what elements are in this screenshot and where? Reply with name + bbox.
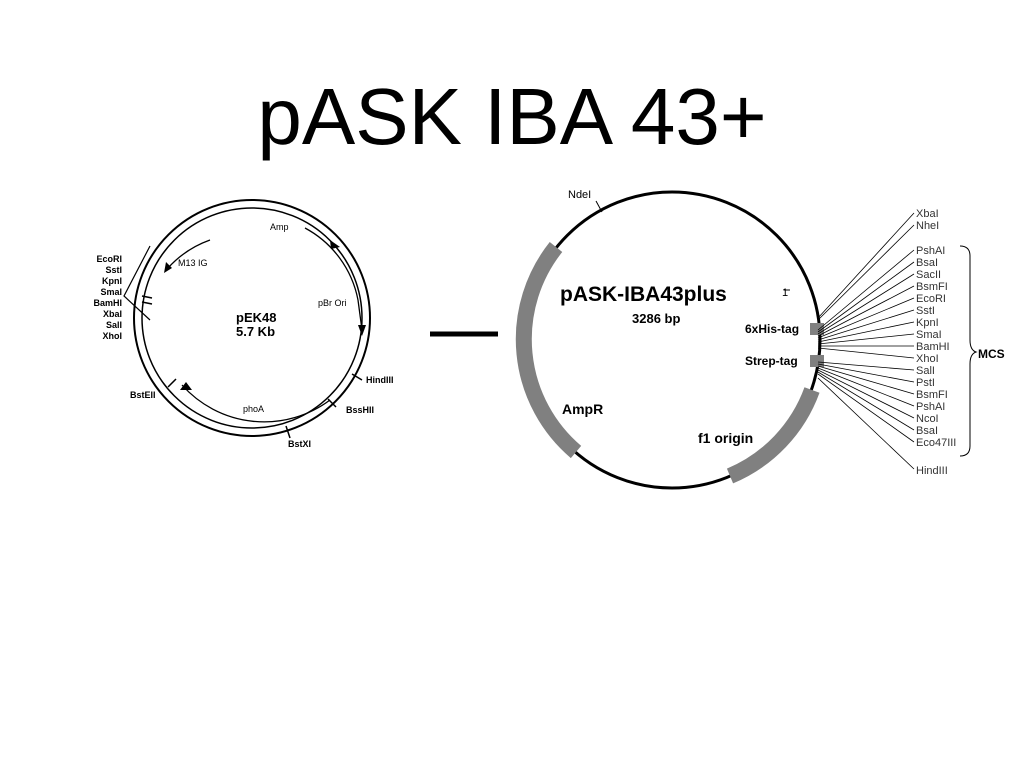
amp-label: Amp: [270, 222, 289, 232]
f1-label: f1 origin: [698, 430, 753, 446]
pask-site: NheI: [916, 220, 939, 232]
bsteii-label: BstEII: [130, 390, 156, 400]
pask-site: HindIII: [916, 465, 948, 477]
pek48-mcs-site: BamHI: [93, 298, 122, 308]
m13-arrow-icon: [164, 262, 172, 273]
pask-name: pASK-IBA43plus: [560, 283, 727, 306]
strep-tag-box: [810, 355, 824, 367]
pask-mcs-site: BsaI: [916, 425, 938, 437]
pask-mcs-site: BsmFI: [916, 389, 948, 401]
pask-mcs-site: BamHI: [916, 341, 950, 353]
bstxi-label: BstXI: [288, 439, 311, 449]
mcs-label: MCS: [978, 347, 1005, 361]
bsshii-tick: [327, 398, 337, 408]
pek48-name: pEK48: [236, 310, 276, 325]
position-one-label: 1: [782, 287, 788, 299]
pask-size: 3286 bp: [632, 311, 680, 326]
pek48-map: Amp M13 IG pBr Ori pEK48 5.7 Kb phoA Hin…: [93, 199, 394, 449]
ndei-label: NdeI: [568, 189, 591, 201]
pek48-mcs-site: SstI: [105, 265, 122, 275]
pask-mcs-site: BsmFI: [916, 281, 948, 293]
m13-label: M13 IG: [178, 258, 208, 268]
amp-arc: [304, 227, 359, 301]
bstxi-tick: [285, 425, 291, 439]
pask-mcs-site: SacII: [916, 269, 941, 281]
ampr-label: AmpR: [562, 401, 603, 417]
pask-map: NdeI pASK-IBA43plus 3286 bp 1 6xHis-tag …: [515, 189, 1005, 490]
pek48-outer-ring: [133, 199, 371, 437]
pbr-label: pBr Ori: [318, 298, 347, 308]
pek48-mcs-site: XhoI: [103, 331, 123, 341]
pask-site: XbaI: [916, 208, 939, 220]
pek48-mcs-bracket: [123, 245, 151, 321]
pek48-mcs-list: EcoRI SstI KpnI SmaI BamHI XbaI SalI Xho…: [93, 254, 122, 341]
pask-mcs-site: PshAI: [916, 401, 945, 413]
pask-mcs-site: KpnI: [916, 317, 939, 329]
phoa-arrow-icon: [180, 382, 192, 390]
pask-mcs-site: SstI: [916, 305, 935, 317]
pask-mcs-site: SmaI: [916, 329, 942, 341]
pask-mcs-site: Eco47III: [916, 437, 956, 449]
pask-mcs-site: BsaI: [916, 257, 938, 269]
pek48-inner-ring: [141, 207, 363, 429]
phoa-arc: [181, 384, 331, 423]
pek48-mcs-site: XbaI: [103, 309, 122, 319]
ampr-arc: [515, 242, 582, 459]
pask-mcs-site: EcoRI: [916, 293, 946, 305]
pek48-mcs-site: SmaI: [100, 287, 122, 297]
hindiii-label: HindIII: [366, 375, 394, 385]
mcs-bracket: [959, 245, 978, 457]
hindiii-tick: [351, 373, 363, 381]
pek48-mcs-site: EcoRI: [96, 254, 122, 264]
pek48-size: 5.7 Kb: [236, 324, 275, 339]
bsteii-tick: [167, 378, 177, 388]
pbr-arrow-icon: [358, 325, 366, 336]
pask-mcs-site: PshAI: [916, 245, 945, 257]
pask-site-lines: [817, 212, 915, 470]
pask-mcs-site: PstI: [916, 377, 935, 389]
strep-tag-label: Strep-tag: [745, 354, 798, 368]
pask-mcs-site: XhoI: [916, 353, 939, 365]
amp-arrow-icon: [330, 240, 340, 249]
bsshii-label: BssHII: [346, 405, 374, 415]
pek48-mcs-tick-b: [141, 301, 153, 305]
m13-arc: [167, 239, 211, 269]
pask-mcs-site: NcoI: [916, 413, 939, 425]
pek48-mcs-site: SalI: [106, 320, 122, 330]
phoa-label: phoA: [243, 404, 264, 414]
pask-site-list: XbaI NheI PshAI BsaI SacII BsmFI EcoRI S…: [916, 208, 956, 477]
pek48-mcs-site: KpnI: [102, 276, 122, 286]
pek48-mcs-tick-a: [141, 295, 153, 299]
slide-title: pASK IBA 43+: [257, 72, 767, 161]
f1-arc: [726, 387, 820, 484]
ndei-tick: [595, 200, 603, 213]
pask-mcs-site: SalI: [916, 365, 935, 377]
his-tag-label: 6xHis-tag: [745, 322, 799, 336]
